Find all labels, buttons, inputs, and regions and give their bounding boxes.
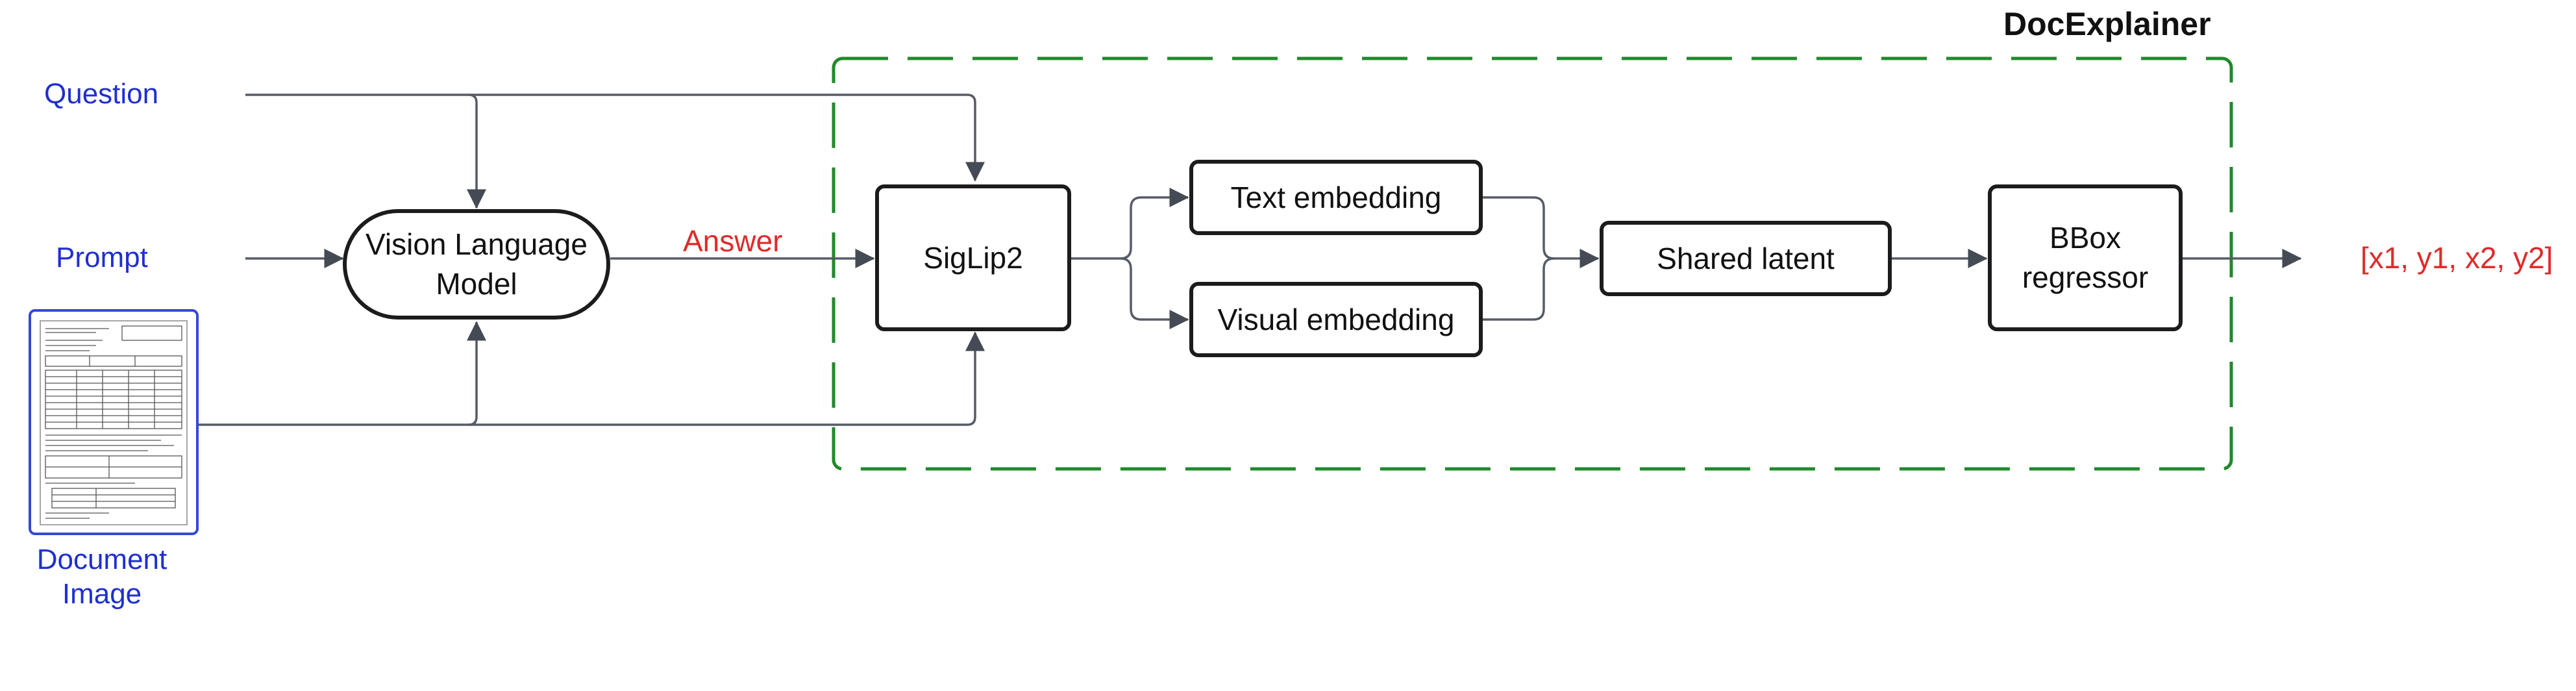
bbox-label-line2: regressor	[2022, 260, 2149, 294]
text-embedding-node: Text embedding	[1189, 160, 1483, 235]
bbox-regressor-node: BBox regressor	[1988, 184, 2183, 331]
answer-label: Answer	[683, 224, 783, 258]
text-embedding-label: Text embedding	[1230, 180, 1442, 214]
docexplainer-container	[832, 57, 2233, 471]
text-to-merge	[1483, 196, 1555, 260]
siglip2-node: SigLip2	[875, 184, 1071, 331]
shared-latent-node: Shared latent	[1600, 221, 1892, 296]
document-image-label: Document Image	[22, 543, 182, 612]
visual-embedding-label: Visual embedding	[1217, 302, 1455, 336]
shared-latent-label: Shared latent	[1657, 241, 1835, 275]
question-to-vlm	[467, 94, 486, 209]
vlm-label-line1: Vision Language	[365, 227, 588, 262]
visual-embedding-node: Visual embedding	[1189, 282, 1483, 357]
docexplainer-title: DocExplainer	[2003, 6, 2211, 42]
bbox-output-label: [x1, y1, x2, y2]	[2360, 241, 2553, 275]
document-line	[199, 331, 985, 426]
document-image-thumbnail	[29, 309, 199, 535]
vlm-label-line2: Model	[436, 267, 517, 301]
siglip2-label: SigLip2	[923, 240, 1023, 275]
siglip-to-visual	[1120, 257, 1189, 329]
bbox-label-line1: BBox	[2050, 221, 2121, 255]
vision-language-model-node: Vision Language Model	[343, 209, 610, 320]
question-label: Question	[44, 78, 159, 110]
document-to-vlm	[467, 321, 486, 426]
prompt-label: Prompt	[56, 242, 148, 273]
visual-to-merge	[1483, 257, 1555, 321]
document-image-label-line1: Document	[36, 544, 167, 575]
siglip-to-text	[1120, 188, 1189, 260]
document-page-icon	[40, 320, 188, 525]
question-line	[245, 94, 985, 182]
document-image-label-line2: Image	[62, 577, 142, 610]
